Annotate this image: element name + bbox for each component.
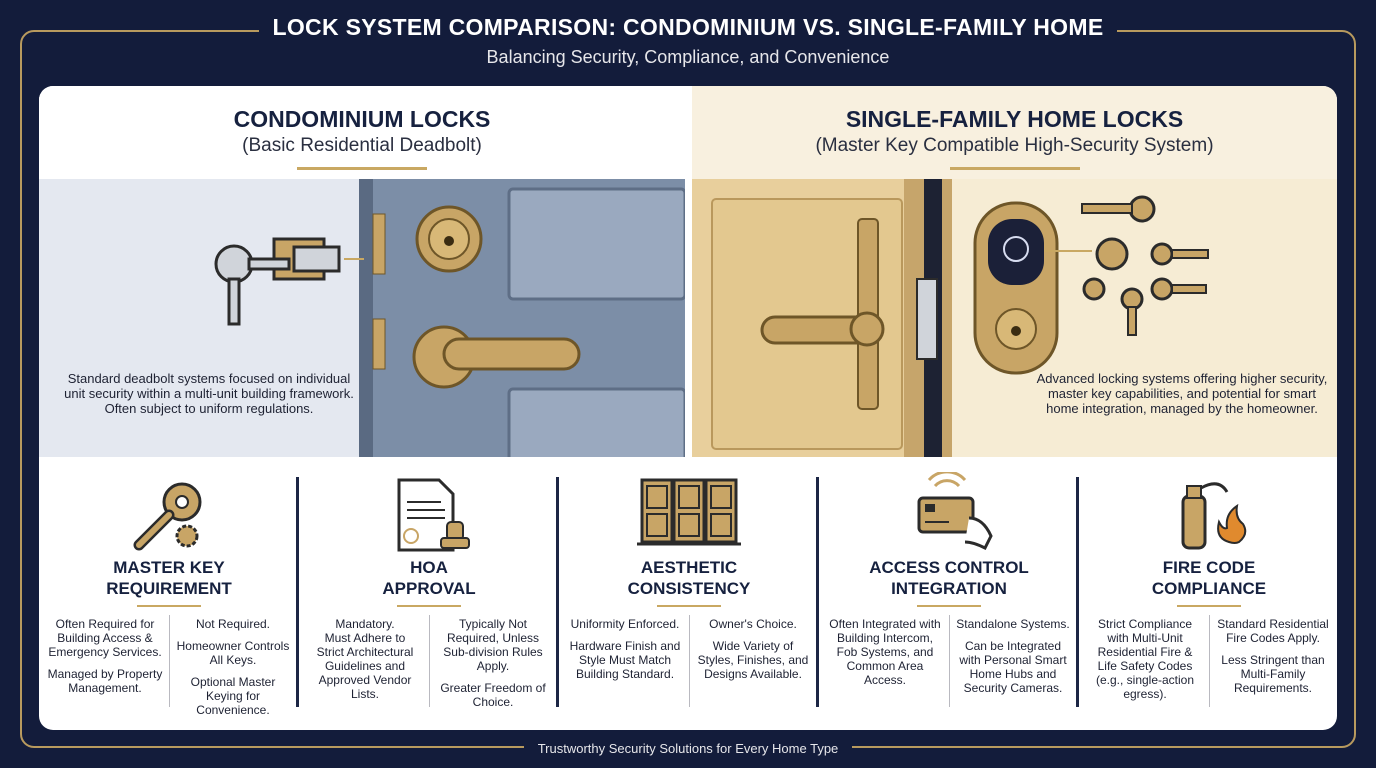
home-header: SINGLE-FAMILY HOME LOCKS (Master Key Com… bbox=[692, 86, 1337, 179]
home-door-illustration bbox=[692, 179, 1209, 457]
condo-title: CONDOMINIUM LOCKS bbox=[233, 106, 491, 132]
category-separator bbox=[296, 477, 299, 707]
home-description: Advanced locking systems offering higher… bbox=[1036, 371, 1328, 416]
divider bbox=[917, 605, 981, 607]
page-title: LOCK SYSTEM COMPARISON: CONDOMINIUM VS. … bbox=[272, 14, 1104, 40]
condo-notes: Uniformity Enforced. Hardware Finish and… bbox=[569, 617, 681, 681]
category-separator bbox=[1076, 477, 1079, 707]
category-title: AESTHETIC CONSISTENCY bbox=[627, 558, 751, 598]
divider bbox=[1177, 605, 1241, 607]
key-gear-icon bbox=[133, 482, 202, 551]
footer-tagline: Trustworthy Security Solutions for Every… bbox=[523, 741, 853, 756]
fire-extinguisher-icon bbox=[1181, 482, 1247, 550]
condo-header: CONDOMINIUM LOCKS (Basic Residential Dea… bbox=[39, 86, 685, 179]
condo-door-illustration bbox=[214, 179, 685, 457]
page-subtitle: Balancing Security, Compliance, and Conv… bbox=[486, 47, 890, 67]
header: LOCK SYSTEM COMPARISON: CONDOMINIUM VS. … bbox=[0, 14, 1376, 68]
home-scene: Advanced locking systems offering higher… bbox=[692, 179, 1337, 457]
access-card-icon bbox=[917, 472, 993, 551]
column-divider bbox=[429, 615, 430, 707]
category-title: HOA APPROVAL bbox=[382, 558, 476, 598]
divider bbox=[657, 605, 721, 607]
column-divider bbox=[1209, 615, 1210, 707]
category-separator bbox=[556, 477, 559, 707]
category-row: MASTER KEY REQUIREMENT Often Required fo… bbox=[39, 457, 1337, 730]
condo-subtitle: (Basic Residential Deadbolt) bbox=[242, 135, 482, 156]
column-divider bbox=[949, 615, 950, 707]
divider bbox=[397, 605, 461, 607]
category-separator bbox=[816, 477, 819, 707]
divider bbox=[949, 167, 1080, 170]
column-divider bbox=[689, 615, 690, 707]
condo-scene: Standard deadbolt systems focused on ind… bbox=[39, 179, 685, 457]
category-master-key: MASTER KEY REQUIREMENT Often Required fo… bbox=[39, 457, 299, 730]
condo-description: Standard deadbolt systems focused on ind… bbox=[64, 371, 354, 416]
home-subtitle: (Master Key Compatible High-Security Sys… bbox=[815, 135, 1214, 156]
category-title: FIRE CODE COMPLIANCE bbox=[1151, 558, 1267, 598]
divider bbox=[137, 605, 201, 607]
category-title: ACCESS CONTROL INTEGRATION bbox=[869, 558, 1029, 598]
comparison-panel: CONDOMINIUM LOCKS (Basic Residential Dea… bbox=[39, 86, 1337, 730]
category-title: MASTER KEY REQUIREMENT bbox=[106, 558, 232, 598]
home-title: SINGLE-FAMILY HOME LOCKS bbox=[845, 106, 1184, 132]
footer: Trustworthy Security Solutions for Every… bbox=[0, 740, 1376, 758]
column-divider bbox=[169, 615, 170, 707]
document-stamp-icon bbox=[397, 478, 470, 552]
category-access-control: ACCESS CONTROL INTEGRATION Often Integra… bbox=[819, 457, 1079, 730]
doors-icon bbox=[637, 478, 741, 546]
category-aesthetic-consistency: AESTHETIC CONSISTENCY Uniformity Enforce… bbox=[559, 457, 819, 730]
divider bbox=[297, 167, 427, 170]
